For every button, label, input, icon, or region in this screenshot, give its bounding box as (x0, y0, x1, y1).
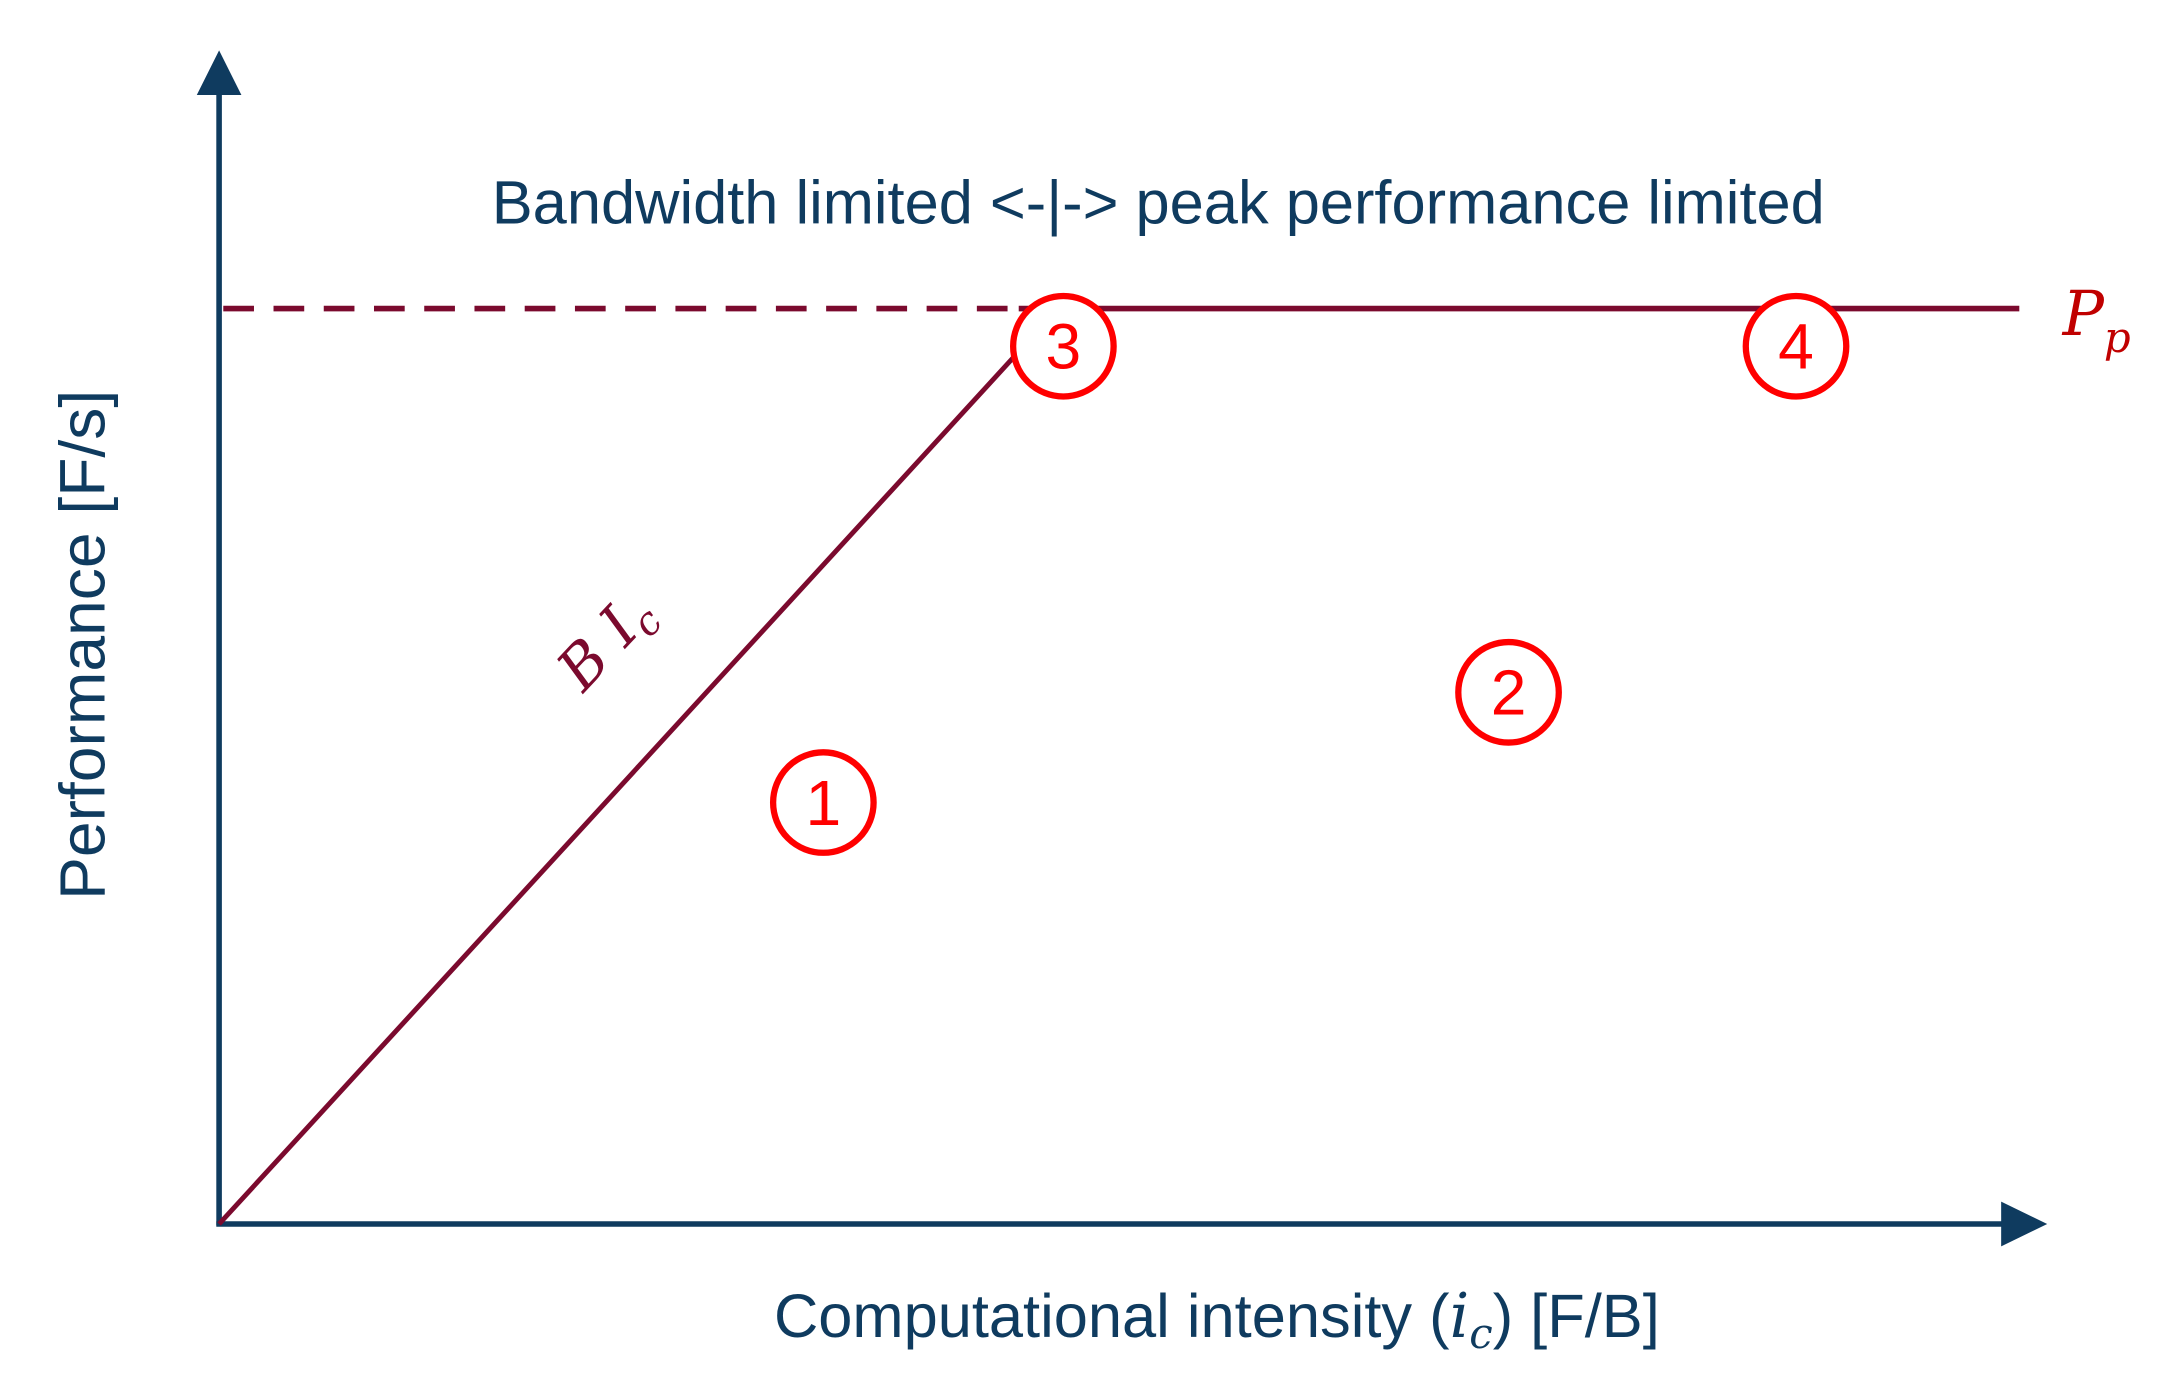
svg-text:2: 2 (1491, 657, 1527, 729)
diagram-title: Bandwidth limited <-|-> peak performance… (492, 168, 1825, 237)
y-axis-arrow (196, 50, 242, 96)
marker-1: 1 (769, 749, 877, 856)
marker-3: 3 (1010, 292, 1117, 400)
slope-label: B Ic (543, 579, 672, 709)
x-axis-arrow (2001, 1201, 2048, 1247)
marker-4: 4 (1742, 292, 1850, 400)
peak-label: Pp (2062, 279, 2131, 362)
svg-text:3: 3 (1046, 311, 1082, 383)
x-axis-label: Computational intensity (ic) [F/B] (774, 1281, 1660, 1358)
y-axis-label: Performance [F/s] (47, 390, 119, 900)
svg-text:4: 4 (1778, 311, 1814, 383)
svg-text:1: 1 (806, 767, 842, 839)
marker-2: 2 (1455, 638, 1562, 746)
bandwidth-slope-line (217, 351, 1020, 1226)
